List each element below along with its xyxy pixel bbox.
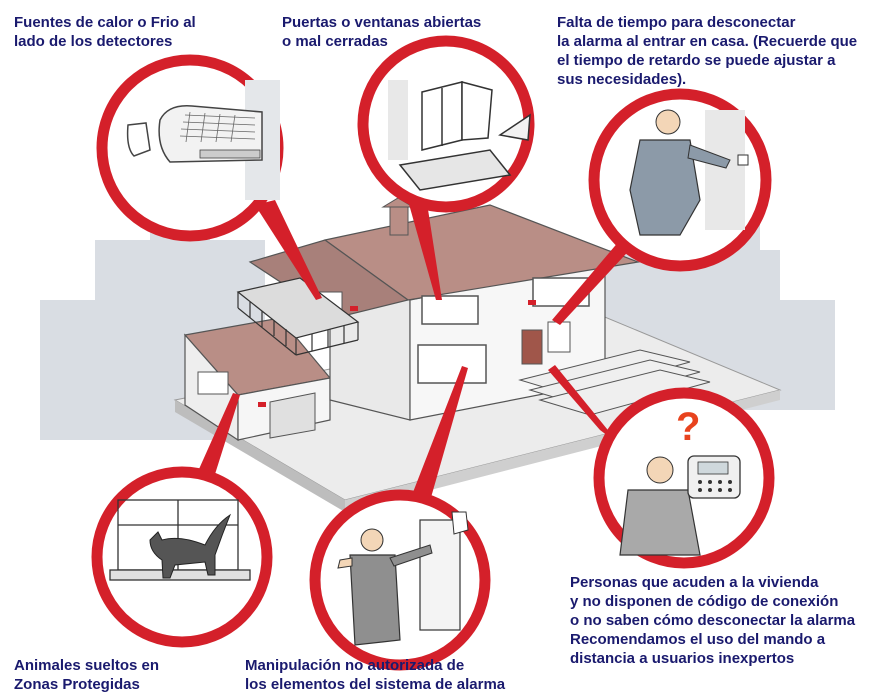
balcony [236,277,360,356]
motion-detector-icon [126,122,151,157]
label-loose-animals: Animales sueltos en Zonas Protegidas [14,657,160,693]
callout-tamper [309,489,491,671]
callout-doors [357,35,535,213]
callout-time [588,88,772,272]
label-unauthorized-tampering: Manipulación no autorizada de los elemen… [245,657,506,693]
label-uninformed-visitors: Personas que acuden a la vivienda y no d… [570,574,856,667]
person-tampering-icon [337,511,469,646]
alarm-keypad-icon [687,455,741,499]
person-confused-icon [619,456,701,556]
question-mark-icon: ? [676,405,700,449]
air-conditioner-icon [158,105,263,163]
callout-people: ? [593,387,775,569]
garage [183,317,332,442]
label-entry-delay: Falta de tiempo para desconectar la alar… [557,14,858,88]
label-open-doors-windows: Puertas o ventanas abiertas o mal cerrad… [282,14,482,50]
callout-animals [91,466,273,648]
cat-icon [149,513,232,579]
sensor-icon [451,511,469,535]
label-heat-sources: Fuentes de calor o Frio al lado de los d… [14,14,196,50]
open-window-icon [388,80,531,191]
person-entering-icon [629,109,749,236]
callout-heat [96,54,284,242]
